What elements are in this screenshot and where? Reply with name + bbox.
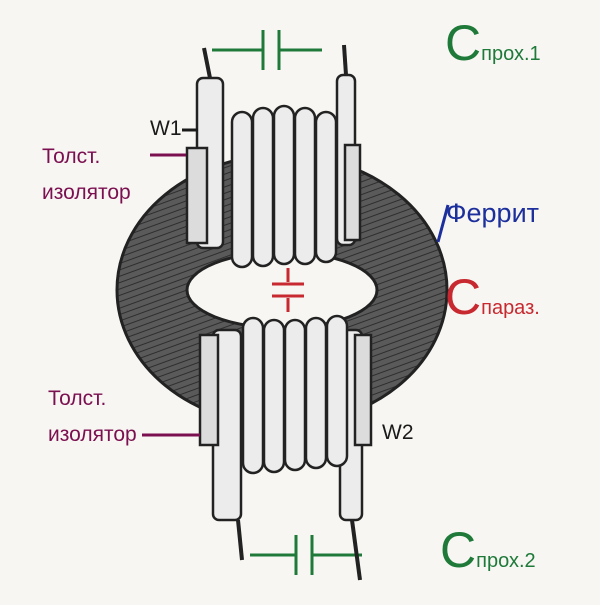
insulator-bottom-line2: изолятор — [48, 423, 137, 446]
c-paraz-label: Спараз. — [445, 272, 540, 322]
c-prox2-letter: С — [440, 522, 477, 578]
c-paraz-sub: параз. — [481, 297, 540, 319]
capacitor-bottom-icon — [250, 535, 362, 575]
capacitor-parasitic-icon — [272, 268, 304, 312]
leader-lines — [142, 128, 450, 437]
capacitor-top-icon — [212, 30, 322, 70]
c-prox1-sub: прох.1 — [481, 43, 541, 65]
insulator-top-line1: Толст. — [42, 145, 101, 168]
w1-label: W1 — [150, 117, 182, 140]
winding-w2 — [198, 314, 373, 581]
c-paraz-letter: С — [445, 269, 482, 325]
c-prox2-label: Спрох.2 — [440, 525, 536, 575]
c-prox1-label: Спрох.1 — [445, 18, 541, 68]
c-prox1-letter: С — [445, 15, 482, 71]
insulator-bottom-line1: Толст. — [48, 387, 107, 410]
insulator-top-line2: изолятор — [42, 181, 131, 204]
c-prox2-sub: прох.2 — [476, 550, 536, 572]
ferrit-label: Феррит — [446, 198, 540, 228]
winding-w1 — [185, 44, 362, 269]
w2-label: W2 — [382, 421, 414, 444]
